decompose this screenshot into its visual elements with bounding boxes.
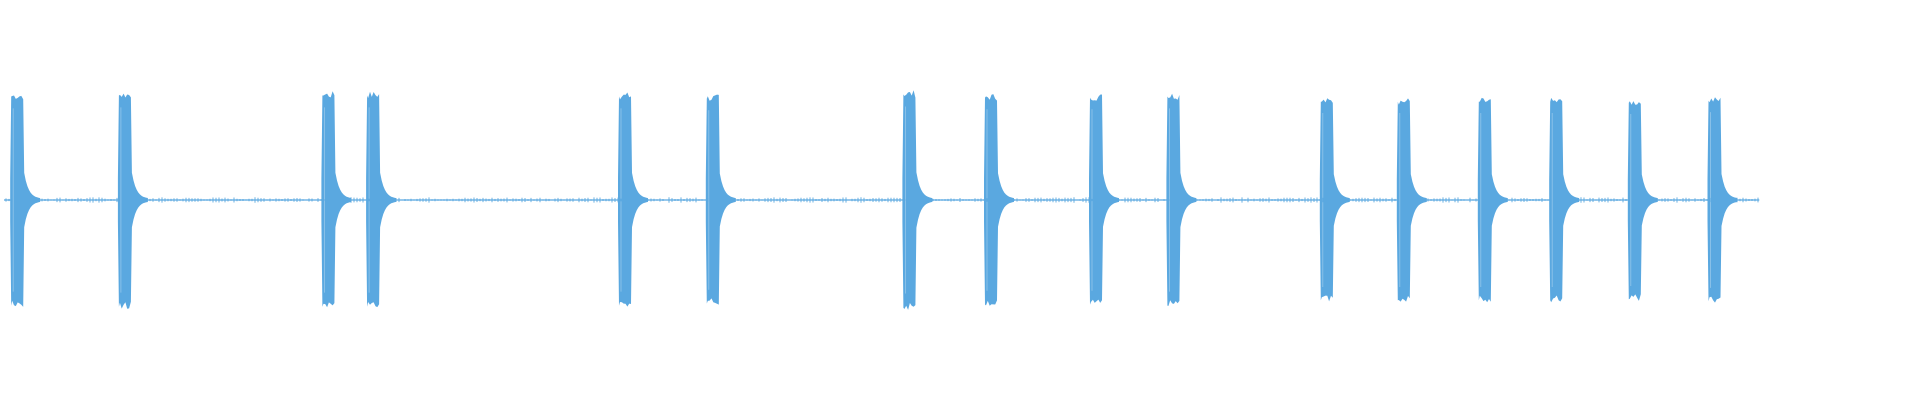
waveform-burst-shape (117, 93, 148, 309)
waveform-burst (10, 95, 41, 307)
waveform-burst (1549, 97, 1580, 303)
waveform-noise (5, 197, 1759, 203)
waveform-burst-shape (1477, 97, 1508, 303)
waveform-burst-shape (1707, 97, 1738, 303)
waveform-burst-shape (1549, 97, 1580, 303)
waveform-burst (902, 90, 933, 310)
waveform-burst (1627, 101, 1658, 301)
waveform-burst (705, 94, 736, 305)
waveform-burst (1707, 97, 1738, 303)
waveform-burst (1396, 98, 1427, 302)
waveform-burst-shape (1166, 93, 1197, 306)
waveform-burst (1166, 93, 1197, 306)
waveform-burst-shape (902, 90, 933, 310)
waveform-burst (1477, 97, 1508, 303)
waveform-burst-shape (1396, 98, 1427, 302)
waveform-burst-shape (10, 95, 41, 307)
waveform-burst (117, 93, 148, 309)
waveform-burst-shape (705, 94, 736, 305)
waveform-burst-shape (1627, 101, 1658, 301)
